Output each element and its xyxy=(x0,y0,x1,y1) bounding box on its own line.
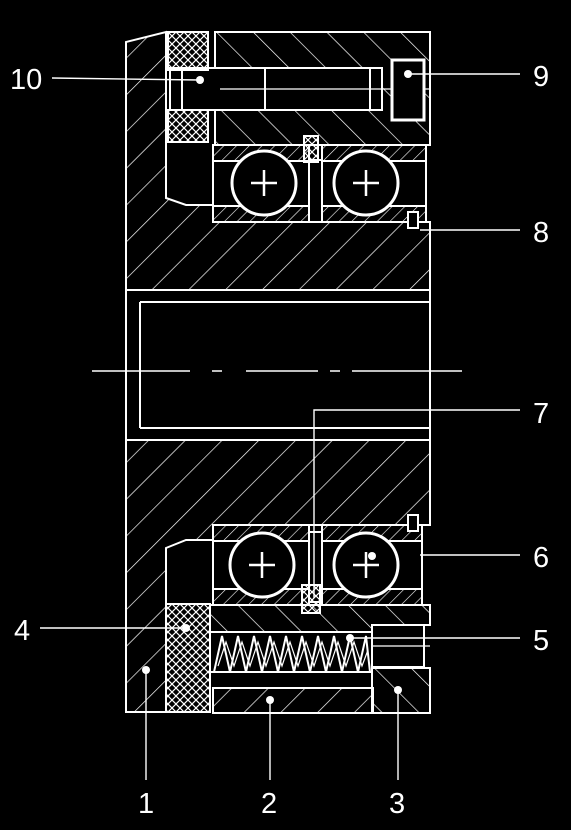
compression-spring xyxy=(213,635,371,673)
friction-lining-top xyxy=(167,31,209,71)
flange-ring xyxy=(212,687,374,714)
label-5: 5 xyxy=(533,625,549,657)
friction-lining-bottom xyxy=(165,603,211,713)
label-7: 7 xyxy=(533,398,549,430)
label-10: 10 xyxy=(10,64,42,96)
label-1: 1 xyxy=(138,788,154,820)
leader-7 xyxy=(313,409,520,598)
label-9: 9 xyxy=(533,61,549,93)
snap-ring-bottom xyxy=(407,514,419,532)
leader-10 xyxy=(51,77,201,81)
spacer-top xyxy=(303,135,319,163)
snap-ring-top xyxy=(407,211,419,229)
label-8: 8 xyxy=(533,217,549,249)
label-2: 2 xyxy=(261,788,277,820)
bore xyxy=(125,289,431,441)
label-4: 4 xyxy=(14,615,30,647)
label-6: 6 xyxy=(533,542,549,574)
cap-screw xyxy=(390,58,426,122)
label-3: 3 xyxy=(389,788,405,820)
